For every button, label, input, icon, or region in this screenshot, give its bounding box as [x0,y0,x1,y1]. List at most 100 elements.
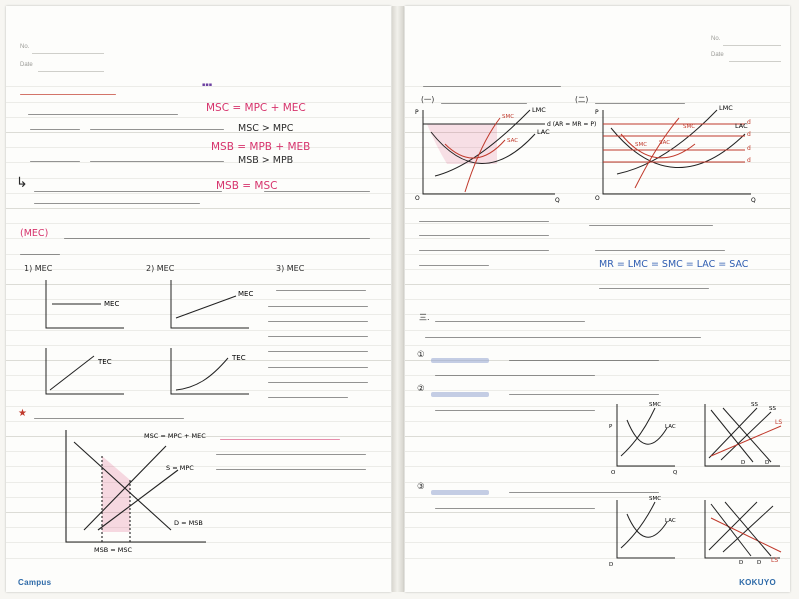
case-three-number: ③ [417,482,425,492]
handwritten-line [589,225,713,226]
formula-msc-gt-mpc: MSC > MPC [238,123,294,134]
industry-d1-b [710,503,752,557]
chart3-tec-label: TEC [97,358,112,366]
entry-smc-curve [634,117,680,189]
industry-axes-b [704,500,780,559]
firm-smc-b [620,501,656,549]
sac-label: SAC [507,138,518,144]
smc-curve [464,117,501,193]
date-label: Date [711,52,724,58]
handwritten-line [419,235,549,236]
firm-smc-a [620,407,656,457]
lac-curve [430,131,536,164]
firm-smc-b-label: SMC [649,496,661,502]
no-line [723,45,781,46]
star-icon: ★ [18,408,27,419]
case-two-number: ② [417,384,425,394]
chart2-mec-line [175,295,237,319]
axes [65,430,206,543]
d-curve-label: D = MSB [174,519,203,527]
lmc-label: LMC [532,106,546,114]
chart3-tec-line [49,355,95,391]
entry-q-axis-label: Q [751,197,756,204]
handwritten-line [435,508,595,509]
ls-label-b: LS [771,557,778,564]
entry-smc-label-1: SMC [635,142,647,148]
handwritten-line [435,410,595,411]
handwritten-line [20,94,116,95]
decreasing-cost-charts: SMC LAC LS D D D [609,496,782,568]
handwritten-line [216,454,366,455]
sac-curve [444,139,506,159]
handwritten-line [276,290,366,291]
handwritten-line [419,250,549,251]
handwritten-line [34,203,200,204]
d-label-b2: D [757,560,761,566]
subsection-one-label: (一) [421,95,435,104]
industry-ss2 [720,411,772,461]
mec-small-charts: MEC MEC TEC TEC [45,280,253,395]
d2-label: d [747,131,751,138]
entry-p-axis-label: P [595,109,599,116]
d3-label: d [747,145,751,152]
date-line [38,71,104,72]
handwritten-line [34,418,184,419]
mec-label: (MEC) [20,228,49,239]
equilibrium-formula: MR = LMC = SMC = LAC = SAC [599,259,749,270]
entry-lac-label: LAC [735,122,748,130]
firm-lac-b-label: LAC [665,518,676,524]
arrow-icon: ↳ [16,175,28,191]
chart2-axes [170,280,249,329]
handwritten-line [423,86,561,87]
handwritten-line [419,221,549,222]
handwritten-line [268,382,368,383]
firm-p-label-a: P [609,424,613,430]
firm-axes-b [616,500,675,559]
firm-origin-a: O [611,470,616,476]
ruled-lines [405,72,790,572]
handwritten-line [268,367,368,368]
case-1-label: 1) MEC [24,264,53,273]
industry-ls [710,425,782,457]
d4-label: d [747,157,751,164]
externality-supply-demand-chart: MSC = MPC + MEC S = MPC D = MSB MSB = MS… [65,430,206,554]
formula-msc: MSC = MPC + MEC [206,102,306,114]
entry-axes [602,110,751,195]
handwritten-line [595,103,685,104]
entry-lac-curve [610,127,746,168]
industry-d2 [722,407,772,463]
p-axis-label: P [415,109,419,116]
ls-label-a: LS [775,419,782,426]
entry-lmc-curve [616,109,718,175]
date-label: Date [20,62,33,68]
industry-d2-b [724,501,772,557]
kokuyo-brand-logo: KOKUYO [739,578,776,587]
handwritten-line [435,375,595,376]
handwritten-line [30,161,80,162]
industry-d1 [710,409,754,463]
annotation-mpc: ▪▪▪ [202,82,213,88]
lr-axes [422,110,555,195]
date-line [729,61,781,62]
handwritten-line [509,492,659,493]
handwritten-line [20,254,60,255]
chart2-mec-label: MEC [238,290,253,298]
handwritten-line [509,360,659,361]
ruled-lines [6,72,391,572]
d-label-a1: D [741,460,745,466]
firm-smc-a-label: SMC [649,402,661,408]
handwritten-line [419,265,489,266]
d-label-b1: D [739,560,743,566]
firm-axes-a [616,404,675,467]
chart3-axes [45,348,124,395]
increasing-cost-charts: SMC LAC SS SS LS P Q O D D [609,402,782,476]
campus-brand-logo: Campus [18,578,52,587]
handwritten-line [268,397,348,398]
no-label: No. [711,36,721,42]
no-line [32,53,104,54]
handwritten-line [28,114,178,115]
case-one-number: ① [417,350,425,360]
handwritten-line [64,238,370,239]
entry-smc-label-2: SMC [683,124,695,130]
case-3-label: 3) MEC [276,264,305,273]
